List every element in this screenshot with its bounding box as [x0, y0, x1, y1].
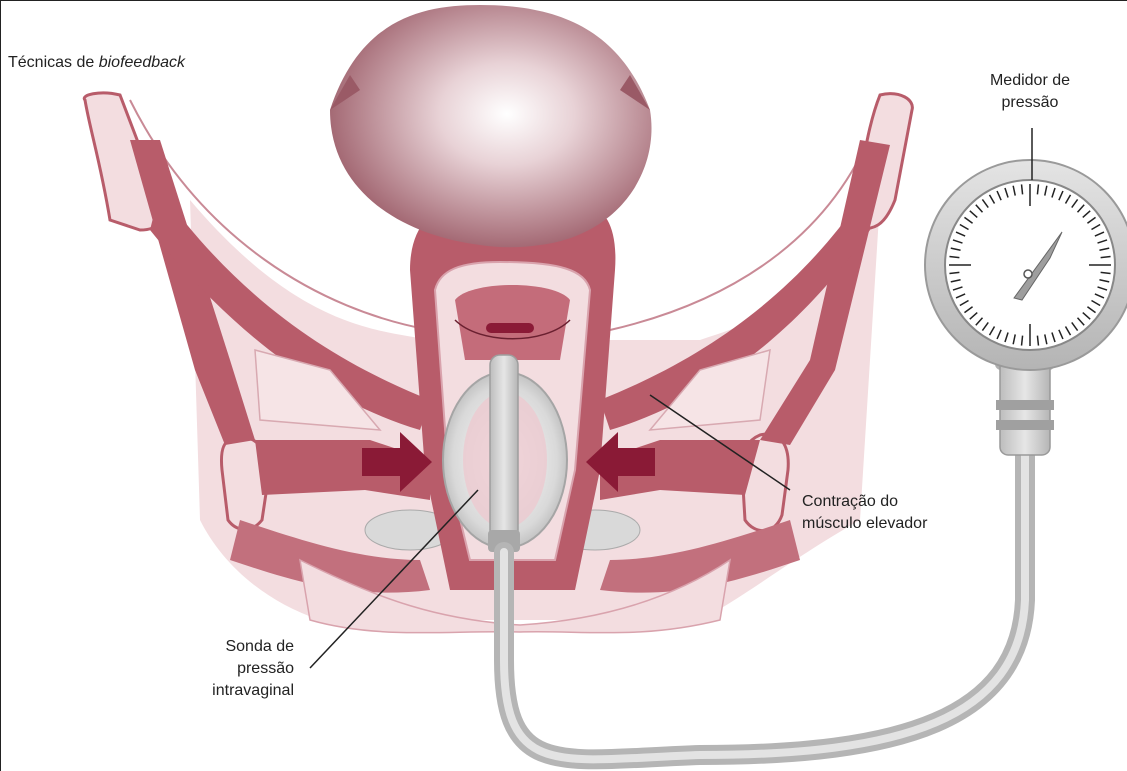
muscle-label-line-1: Contração do — [802, 491, 927, 513]
cervical-os — [486, 323, 534, 333]
bladder — [330, 5, 652, 247]
muscle-contraction-label: Contração do músculo elevador — [802, 491, 927, 535]
gauge-minor-tick — [1037, 336, 1038, 346]
gauge-label: Medidor de pressão — [960, 70, 1100, 114]
gauge-minor-tick — [1101, 257, 1111, 258]
probe-label-line-3: intravaginal — [170, 680, 294, 702]
gauge-label-line-1: Medidor de — [960, 70, 1100, 92]
gauge-pivot — [1024, 270, 1032, 278]
probe-stem — [490, 355, 518, 540]
diagram-title: Técnicas de biofeedback — [8, 52, 185, 74]
probe-label-line-1: Sonda de — [170, 636, 294, 658]
gauge-minor-tick — [949, 272, 959, 273]
probe-label: Sonda de pressão intravaginal — [170, 636, 294, 702]
gauge-minor-tick — [1101, 272, 1111, 273]
muscle-label-line-2: músculo elevador — [802, 513, 927, 535]
pressure-gauge-icon — [925, 160, 1127, 455]
title-prefix: Técnicas de — [8, 54, 99, 71]
probe-label-line-2: pressão — [170, 658, 294, 680]
gauge-minor-tick — [1022, 336, 1023, 346]
cervix — [455, 285, 570, 360]
gauge-label-line-2: pressão — [960, 92, 1100, 114]
title-emphasis: biofeedback — [99, 54, 185, 71]
gauge-minor-tick — [949, 257, 959, 258]
gauge-minor-tick — [1022, 184, 1023, 194]
gauge-minor-tick — [1037, 184, 1038, 194]
